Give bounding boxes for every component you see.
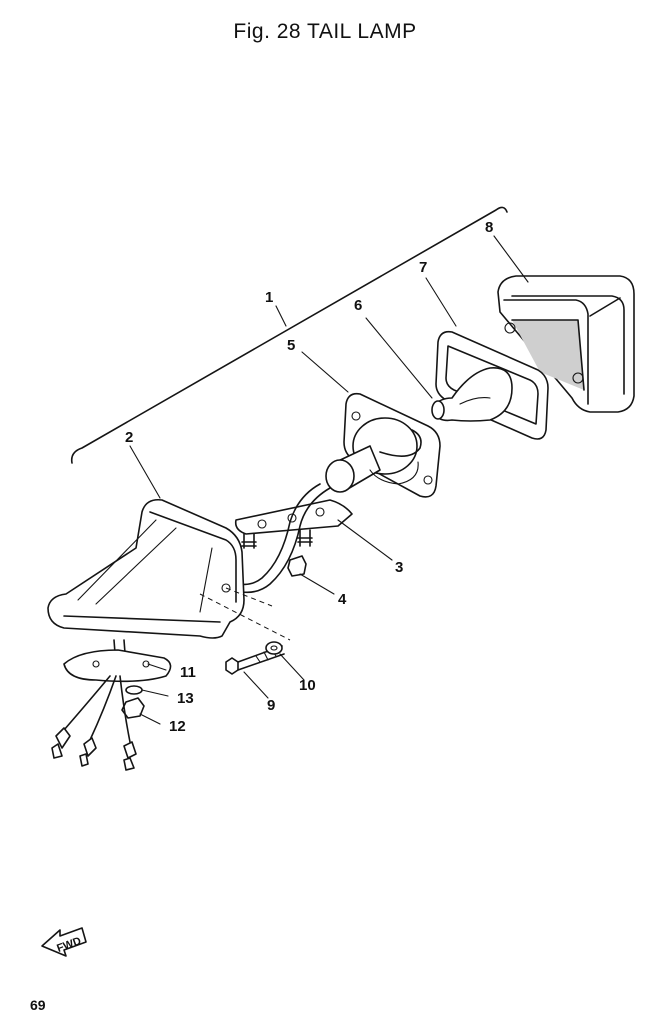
part-socket-plate [325,392,441,498]
callout-8: 8 [485,219,493,236]
callout-10: 10 [299,677,316,694]
part-housing [47,498,291,667]
callout-13: 13 [177,690,194,707]
callout-4: 4 [338,591,347,608]
part-bulb [431,367,513,422]
leader-lines [129,235,529,725]
part-lens [497,275,635,413]
callout-1: 1 [265,289,273,306]
part-plate [63,649,172,683]
callout-5: 5 [287,337,295,354]
page-title: Fig. 28 TAIL LAMP [233,20,417,43]
part-bracket [234,483,353,594]
wire-harness [51,675,137,771]
part-nut-small [121,697,145,719]
part-washer [265,641,283,655]
callout-7: 7 [419,259,427,276]
part-washer-small [125,685,143,695]
callout-11: 11 [180,664,196,681]
part-nut [287,555,307,577]
assembly-bracket [70,206,508,464]
fwd-arrow-icon: FWD [41,927,87,957]
callout-6: 6 [354,297,362,314]
callout-3: 3 [395,559,403,576]
callout-2: 2 [125,429,133,446]
callout-9: 9 [267,697,275,714]
page-number: 69 [30,997,46,1013]
callout-12: 12 [169,718,186,735]
